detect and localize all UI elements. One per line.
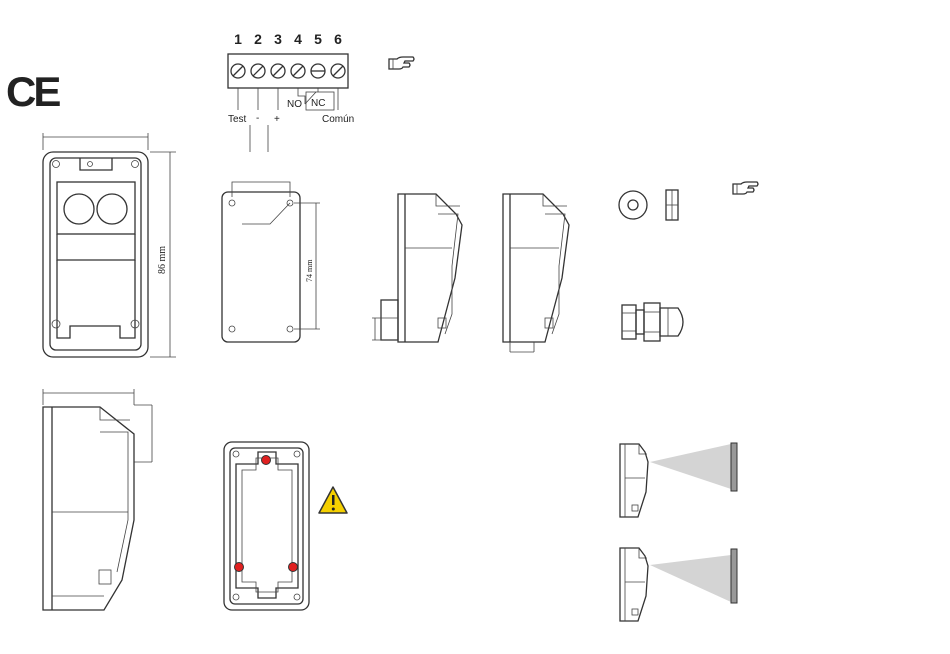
pointing-hand-icon	[389, 57, 414, 69]
side-view-closed	[503, 194, 569, 352]
target-reflector	[731, 549, 737, 603]
terminal-number-6: 6	[334, 31, 342, 47]
terminal-number-1: 1	[234, 31, 242, 47]
terminal-numbers: 1 2 3 4 5 6	[234, 31, 342, 47]
side-view-open	[372, 194, 462, 342]
front-view: 86 mm	[43, 133, 176, 357]
cable-gland-part	[622, 303, 683, 341]
hole-spacing-dimension: 74 mm	[305, 259, 314, 282]
terminal-number-3: 3	[274, 31, 282, 47]
warning-icon	[319, 487, 347, 513]
label-minus: -	[256, 113, 259, 124]
pointing-hand-icon	[733, 182, 758, 194]
label-common: Común	[322, 114, 354, 125]
terminal-number-5: 5	[314, 31, 322, 47]
terminal-block: 1 2 3 4 5 6 Test - +	[228, 31, 354, 152]
label-test: Test	[228, 114, 247, 125]
terminal-number-2: 2	[254, 31, 262, 47]
washer-part	[619, 190, 678, 220]
beam-diagram-narrow	[620, 548, 737, 621]
target-reflector	[731, 443, 737, 491]
height-dimension: 86 mm	[157, 246, 168, 274]
mounting-plate: 74 mm	[222, 182, 320, 342]
terminal-number-4: 4	[294, 31, 302, 47]
label-nc: NC	[311, 98, 325, 109]
back-view	[224, 442, 309, 610]
beam-cone	[650, 444, 731, 489]
terminal-screws	[231, 64, 345, 78]
red-marker-top	[262, 456, 271, 465]
red-marker-right	[289, 563, 298, 572]
red-marker-left	[235, 563, 244, 572]
ce-mark: CE	[6, 68, 60, 115]
label-plus: +	[274, 114, 280, 125]
beam-cone	[650, 555, 731, 602]
beam-diagram-wide	[620, 443, 737, 517]
large-side-view	[43, 389, 152, 610]
label-no: NO	[287, 99, 302, 110]
terminal-strip	[228, 54, 348, 88]
